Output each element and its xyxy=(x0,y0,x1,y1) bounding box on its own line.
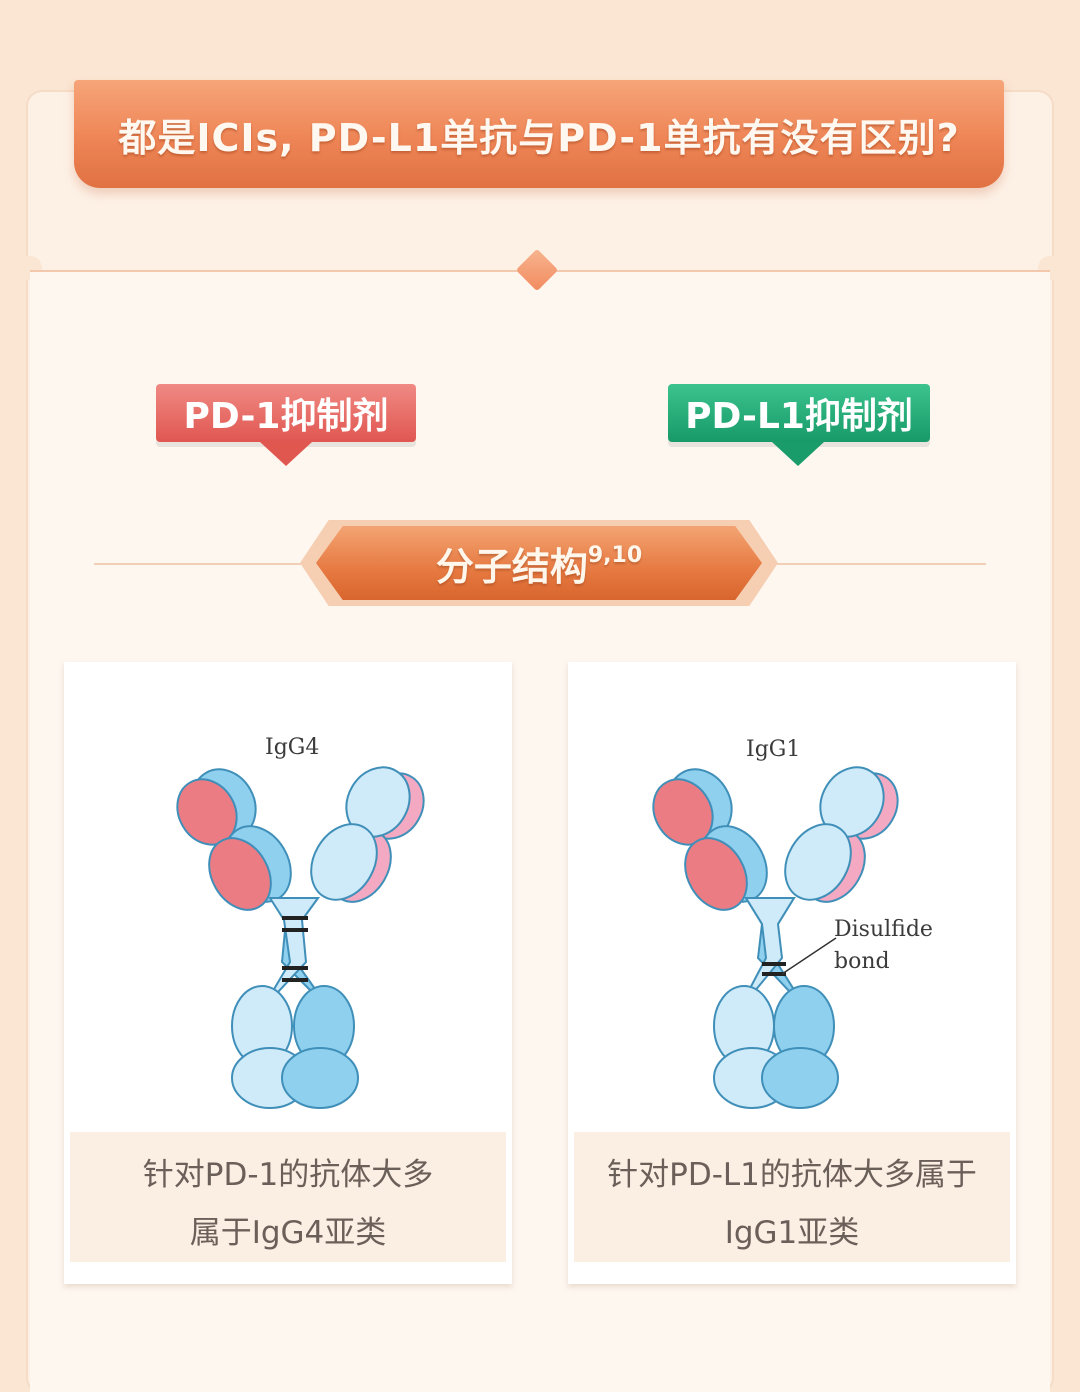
igg4-antibody-diagram: IgG4 xyxy=(176,735,425,1109)
fc-ch3-right xyxy=(281,1047,359,1109)
pdl1-inhibitor-label: PD-L1抑制剂 xyxy=(685,396,913,437)
heavy-chain-constant-right xyxy=(310,823,378,901)
igg1-antibody-diagram: IgG1 Disulfide bond xyxy=(652,737,933,1109)
igg4-caption: 针对PD-1的抗体大多 属于IgG4亚类 xyxy=(142,1157,434,1251)
section-title: 分子结构9,10 xyxy=(435,542,643,589)
igg1-card: IgG1 Disulfide bond 针对PD-L1的抗体大多属于 xyxy=(568,662,1016,1284)
disulfide-label: Disulfide xyxy=(834,917,933,942)
section-line-right xyxy=(776,563,986,565)
disulfide-bond-pointer xyxy=(781,937,837,975)
pd1-inhibitor-label: PD-1抑制剂 xyxy=(183,396,389,437)
light-chain-constant-left xyxy=(208,837,272,911)
igg4-card: IgG4 针对PD xyxy=(64,662,512,1284)
igg1-caption-box: 针对PD-L1的抗体大多属于 IgG1亚类 xyxy=(574,1132,1010,1262)
pd1-tag-pointer xyxy=(260,442,312,466)
pd1-inhibitor-tag: PD-1抑制剂 xyxy=(156,384,416,442)
igg1-caption: 针对PD-L1的抗体大多属于 IgG1亚类 xyxy=(607,1157,977,1251)
pdl1-inhibitor-tag: PD-L1抑制剂 xyxy=(668,384,930,442)
igg4-disulfide-bonds xyxy=(282,916,308,982)
section-reference: 9,10 xyxy=(587,542,643,568)
bond-label: bond xyxy=(834,949,890,974)
section-line-left xyxy=(94,563,304,565)
section-header: 分子结构9,10 xyxy=(316,526,762,600)
pdl1-tag-pointer xyxy=(772,442,824,466)
igg1-label: IgG1 xyxy=(746,737,800,762)
page-title: 都是ICIs, PD-L1单抗与PD-1单抗有没有区别? xyxy=(118,115,960,160)
title-banner: 都是ICIs, PD-L1单抗与PD-1单抗有没有区别? xyxy=(74,80,1004,188)
igg4-label: IgG4 xyxy=(265,735,319,760)
igg4-caption-box: 针对PD-1的抗体大多 属于IgG4亚类 xyxy=(70,1132,506,1262)
